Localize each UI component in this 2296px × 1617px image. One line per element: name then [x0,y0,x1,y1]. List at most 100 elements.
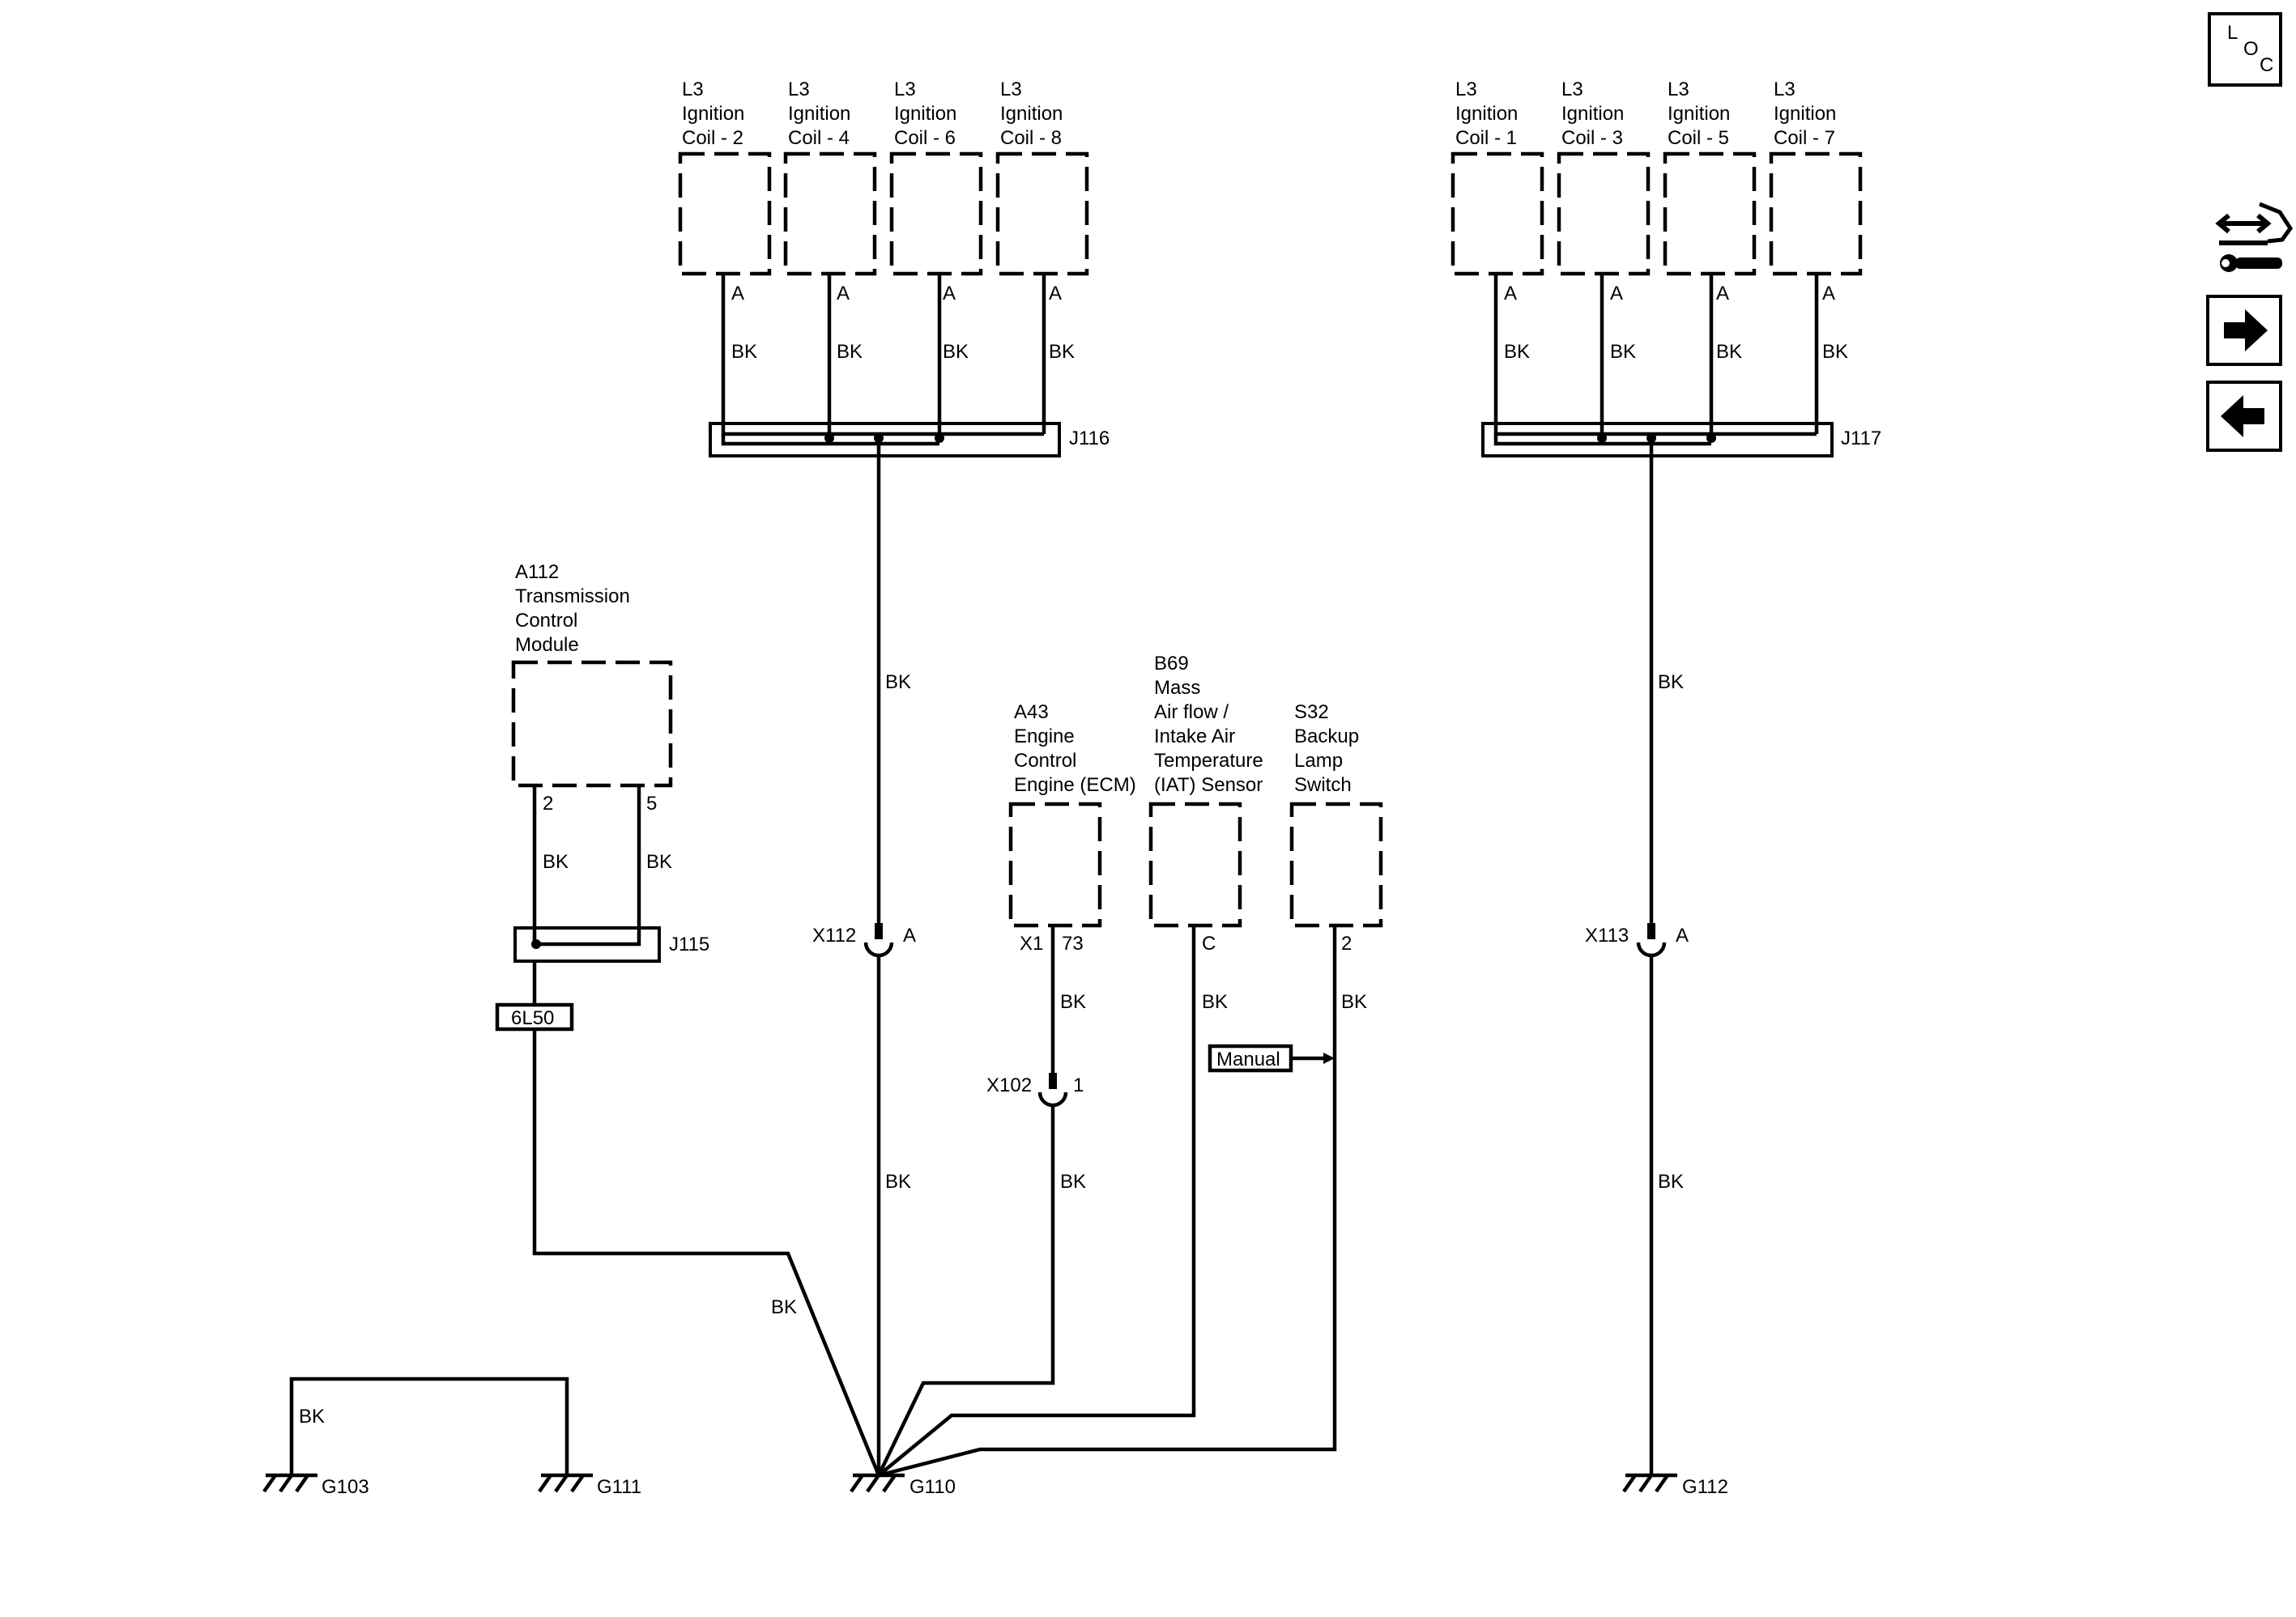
x102-female-terminal [1037,1091,1068,1108]
ground-g112-label: G112 [1682,1476,1728,1498]
x102-label: X102 [986,1074,1032,1096]
coil-2-wire [721,274,1044,436]
splice-j116-node [935,433,944,443]
g103-g111-wire [289,1377,569,1475]
coil-8-wire-color: BK [1049,341,1075,363]
coil-4-label: L3 Ignition Coil - 4 [788,79,856,149]
ground-g110-label: G110 [909,1476,956,1498]
coil-3-label: L3 Ignition Coil - 3 [1561,79,1629,149]
ecm-label: A43 Engine Control Engine (ECM) [1014,701,1136,796]
ground-g103: G103 [262,1473,369,1498]
maf-pin-c: C [1202,933,1216,955]
coil-1-pin: A [1504,283,1517,304]
coil-5-wire-color: BK [1716,341,1742,363]
x112-label: X112 [812,925,856,947]
tcm-circuit: A112 Transmission Control Module 2 5 BK … [495,561,881,1476]
ecm-wire-color: BK [1060,991,1086,1013]
x102-to-g110-wire [876,1105,1055,1476]
backup-pin-2: 2 [1341,933,1352,955]
maf-box [1148,802,1242,928]
coil-2-box [678,151,772,276]
ecm-box [1008,802,1102,928]
ground-g111-label: G111 [597,1476,641,1498]
x112-male-terminal [875,923,883,939]
tcm-to-g110-wire [532,1029,881,1476]
coil-4-box [783,151,877,276]
coil-4-pin: A [837,283,850,304]
ground-g111-symbol [538,1473,593,1493]
ground-g112: G112 [1622,1473,1728,1498]
coil-6-pin: A [943,283,956,304]
backup-circuit: S32 Backup Lamp Switch 2 BK Manual [878,701,1383,1478]
trunk-left: BK X112 A BK [812,438,916,1475]
backup-switch-box [1289,802,1383,928]
coil-1-wire-color: BK [1504,341,1530,363]
tcm-pin-2: 2 [543,793,553,815]
option-6l50-label: 6L50 [511,1007,554,1029]
splice-j116-node [824,433,834,443]
splice-j116-box [709,422,1061,457]
tcm-pin2-wire-color: BK [543,851,569,873]
splice-j115-node [531,939,541,949]
maf-to-g110-wire [877,926,1196,1477]
ground-g110-symbol [850,1473,905,1493]
coil-1-label: L3 Ignition Coil - 1 [1455,79,1523,149]
option-6l50-box [495,1002,574,1032]
coil-3-pin: A [1610,283,1623,304]
g103-wire-color: BK [299,1406,325,1428]
loc-button[interactable]: L O C [2208,12,2282,87]
tcm-pin-5: 5 [646,793,657,815]
coil-6-box [889,151,983,276]
ecm-pin-73: 73 [1062,933,1084,955]
splice-j117-bus [1493,434,1711,446]
coil-7-pin: A [1822,283,1835,304]
x102-pin: 1 [1073,1074,1084,1096]
x113-wire-color: BK [1658,1171,1684,1193]
splice-j116-bus [721,434,939,446]
coil-bank-even: L3 Ignition Coil - 2 L3 Ignition Coil - … [678,79,1110,457]
splice-j116-label: J116 [1069,428,1110,449]
coil-5-label: L3 Ignition Coil - 5 [1668,79,1736,149]
coil-8-pin: A [1049,283,1062,304]
coil-5-pin: A [1716,283,1729,304]
coil-2-label: L3 Ignition Coil - 2 [682,79,750,149]
component-view-icon[interactable] [2215,202,2294,272]
tcm-pin5-wire-color: BK [646,851,672,873]
ground-g103-label: G103 [322,1476,369,1498]
ground-g111: G111 [538,1473,641,1498]
coil-8-box [995,151,1089,276]
option-manual-arrowhead [1323,1053,1335,1064]
g103-g111-strap: BK [289,1377,569,1475]
previous-page-button[interactable] [2206,381,2282,452]
maf-label: B69 Mass Air flow / Intake Air Temperatu… [1154,653,1268,796]
coil-6-label: L3 Ignition Coil - 6 [894,79,962,149]
coil-5-box [1663,151,1757,276]
loc-letter-o: O [2243,38,2259,60]
ecm-pin-x1: X1 [1020,933,1043,955]
coil-2-wire-color: BK [731,341,757,363]
backup-wire-color: BK [1341,991,1367,1013]
x113-label: X113 [1585,925,1629,947]
ground-g112-symbol [1622,1473,1677,1493]
previous-page-icon [2221,395,2264,437]
loc-letter-l: L [2227,22,2238,44]
j117-wire-color: BK [1658,671,1684,693]
coil-8-label: L3 Ignition Coil - 8 [1000,79,1068,149]
maf-wire-color: BK [1202,991,1228,1013]
backup-switch-label: S32 Backup Lamp Switch [1294,701,1365,796]
next-page-button[interactable] [2206,295,2282,366]
trunk-right: BK X113 A BK [1585,438,1689,1475]
tcm-pin5-wire [535,785,641,947]
tcm-ground-wire-color: BK [771,1296,797,1318]
x102-wire-color: BK [1060,1171,1086,1193]
tcm-label: A112 Transmission Control Module [515,561,635,656]
coil-6-wire-color: BK [943,341,969,363]
ecm-circuit: A43 Engine Control Engine (ECM) X1 73 BK… [876,701,1136,1476]
splice-j117-node [1706,433,1716,443]
coil-bank-odd: L3 Ignition Coil - 1 L3 Ignition Coil - … [1450,79,1881,457]
loc-letter-c: C [2260,54,2273,76]
coil-3-box [1557,151,1651,276]
x113-female-terminal [1636,942,1667,958]
j116-wire-color: BK [885,671,911,693]
